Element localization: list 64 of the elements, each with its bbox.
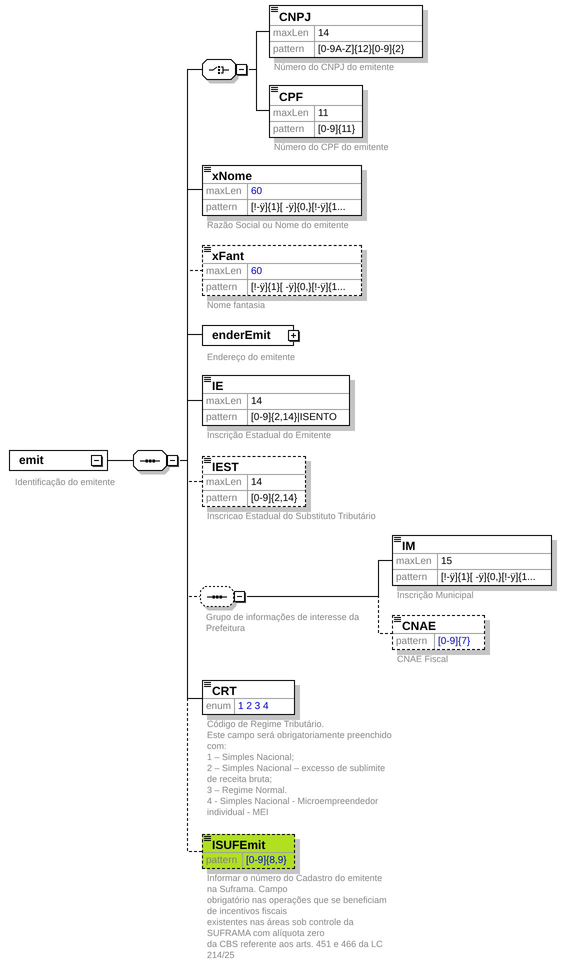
element-name: CPF	[279, 90, 303, 104]
facet-name: pattern	[270, 41, 315, 57]
element-name: xFant	[212, 249, 244, 263]
annotation-text: Este campo será obrigatoriamente preenchido com:	[207, 730, 393, 752]
annotation-text: da CBS referente aos arts. 451 e 466 da LC 214/25	[207, 939, 384, 961]
element-name: xNome	[212, 169, 252, 183]
element-name: emit	[19, 453, 44, 467]
element-name: IE	[212, 379, 224, 393]
facet-value: 11	[315, 105, 362, 121]
facet-name: pattern	[393, 569, 438, 585]
annotation-text: Identificação do emitente	[15, 477, 116, 488]
facet-value: [0-9]{8,9}	[243, 852, 294, 868]
facet-name: maxLen	[270, 25, 315, 41]
annotation-text: 1 – Simples Nacional;	[207, 752, 294, 763]
facet-value: [!-ÿ]{1}[ -ÿ]{0,}[!-ÿ]{1...	[438, 569, 551, 585]
element-name: ISUFEmit	[212, 838, 266, 852]
annotation-text: Número do CNPJ do emitente	[274, 62, 394, 73]
element-name: IM	[402, 539, 416, 553]
facet-value: 14	[248, 393, 349, 409]
element-name: CRT	[212, 684, 237, 698]
annotation-text: Inscrição Estadual do Emitente	[207, 430, 332, 441]
element-name: CNAE	[402, 619, 436, 633]
facet-name: pattern	[270, 121, 315, 137]
facet-name: pattern	[203, 279, 248, 295]
facet-value: [0-9]{2,14}|ISENTO	[248, 409, 349, 425]
facet-name: maxLen	[203, 393, 248, 409]
facet-name: maxLen	[393, 553, 438, 569]
facet-name: maxLen	[203, 183, 248, 199]
annotation-text: Inscricao Estadual do Substituto Tributário	[207, 511, 376, 522]
facet-name: maxLen	[203, 263, 248, 279]
facet-name: pattern	[203, 852, 243, 868]
facet-name: enum	[203, 698, 235, 714]
facet-name: pattern	[203, 490, 248, 506]
annotation-text: Grupo de informações de interesse da Prefeitura	[206, 612, 360, 634]
annotation-text: Código de Regime Tributário.	[207, 719, 324, 730]
annotation-text: 2 – Simples Nacional – excesso de sublimite de receita bruta;	[207, 763, 386, 785]
facet-value: 14	[248, 474, 305, 490]
annotation-text: Nome fantasia	[207, 300, 266, 311]
element-name: enderEmit	[212, 328, 271, 342]
facet-value: [0-9A-Z]{12}[0-9]{2}	[315, 41, 422, 57]
facet-value: [0-9]{7}	[435, 633, 484, 649]
facet-value: [0-9]{2,14}	[248, 490, 305, 506]
facet-name: pattern	[203, 409, 248, 425]
facet-name: maxLen	[270, 105, 315, 121]
facet-value: [!-ÿ]{1}[ -ÿ]{0,}[!-ÿ]{1...	[248, 279, 361, 295]
facet-value: [0-9]{11}	[315, 121, 362, 137]
annotation-text: 3 – Regime Normal.	[207, 785, 288, 796]
annotation-text: Razão Social ou Nome do emitente	[207, 220, 349, 231]
facet-value: 14	[315, 25, 422, 41]
element-name: CNPJ	[279, 10, 312, 24]
facet-value: 15	[438, 553, 551, 569]
facet-name: pattern	[393, 633, 435, 649]
element-name: IEST	[212, 460, 239, 474]
facet-value: 60	[248, 183, 361, 199]
facet-name: pattern	[203, 199, 248, 215]
facet-value: 1 2 3 4	[235, 698, 294, 714]
facet-name: maxLen	[203, 474, 248, 490]
annotation-text: Endereço do emitente	[207, 352, 296, 363]
annotation-text: 4 - Simples Nacional - Microempreendedor individual - MEI	[207, 796, 380, 818]
annotation-text: CNAE Fiscal	[397, 654, 448, 665]
annotation-text: Número do CPF do emitente	[274, 142, 389, 153]
annotation-text: Inscrição Municipal	[397, 590, 474, 601]
facet-value: 60	[248, 263, 361, 279]
facet-value: [!-ÿ]{1}[ -ÿ]{0,}[!-ÿ]{1...	[248, 199, 361, 215]
